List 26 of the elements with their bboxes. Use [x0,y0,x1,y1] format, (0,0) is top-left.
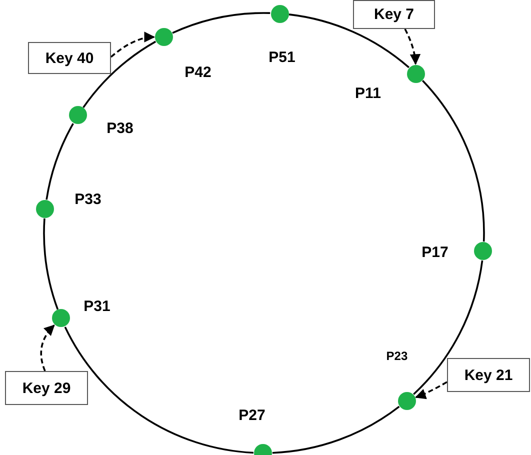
peer-label: P27 [238,408,266,422]
ring-arc [422,80,485,242]
ring-arc [172,12,270,34]
peer-label: P33 [74,192,102,206]
ring-arc [413,260,484,395]
ring-arc [82,40,156,108]
key-label-box: Key 21 [447,358,530,392]
peer-label: P51 [268,50,296,66]
peer-label: P23 [386,350,408,362]
peer-label: P31 [84,298,110,314]
ring-arc [288,14,410,68]
dashed-arrow [110,32,156,58]
key-label-box: Key 29 [5,371,88,405]
ring-arc [272,406,400,454]
dashed-arrow [404,28,420,65]
peer-label: P11 [355,86,381,102]
key-label-box: Key 7 [353,0,435,29]
dashed-arrow [415,381,448,399]
peer-label: P42 [184,65,212,80]
ring-arc [46,123,74,200]
peer-label: P38 [106,121,134,136]
key-label-box: Key 40 [28,42,111,74]
dashed-arrow [40,324,55,372]
ring-arc [43,218,59,310]
ring-arc [64,326,254,454]
peer-label: P17 [422,245,448,260]
